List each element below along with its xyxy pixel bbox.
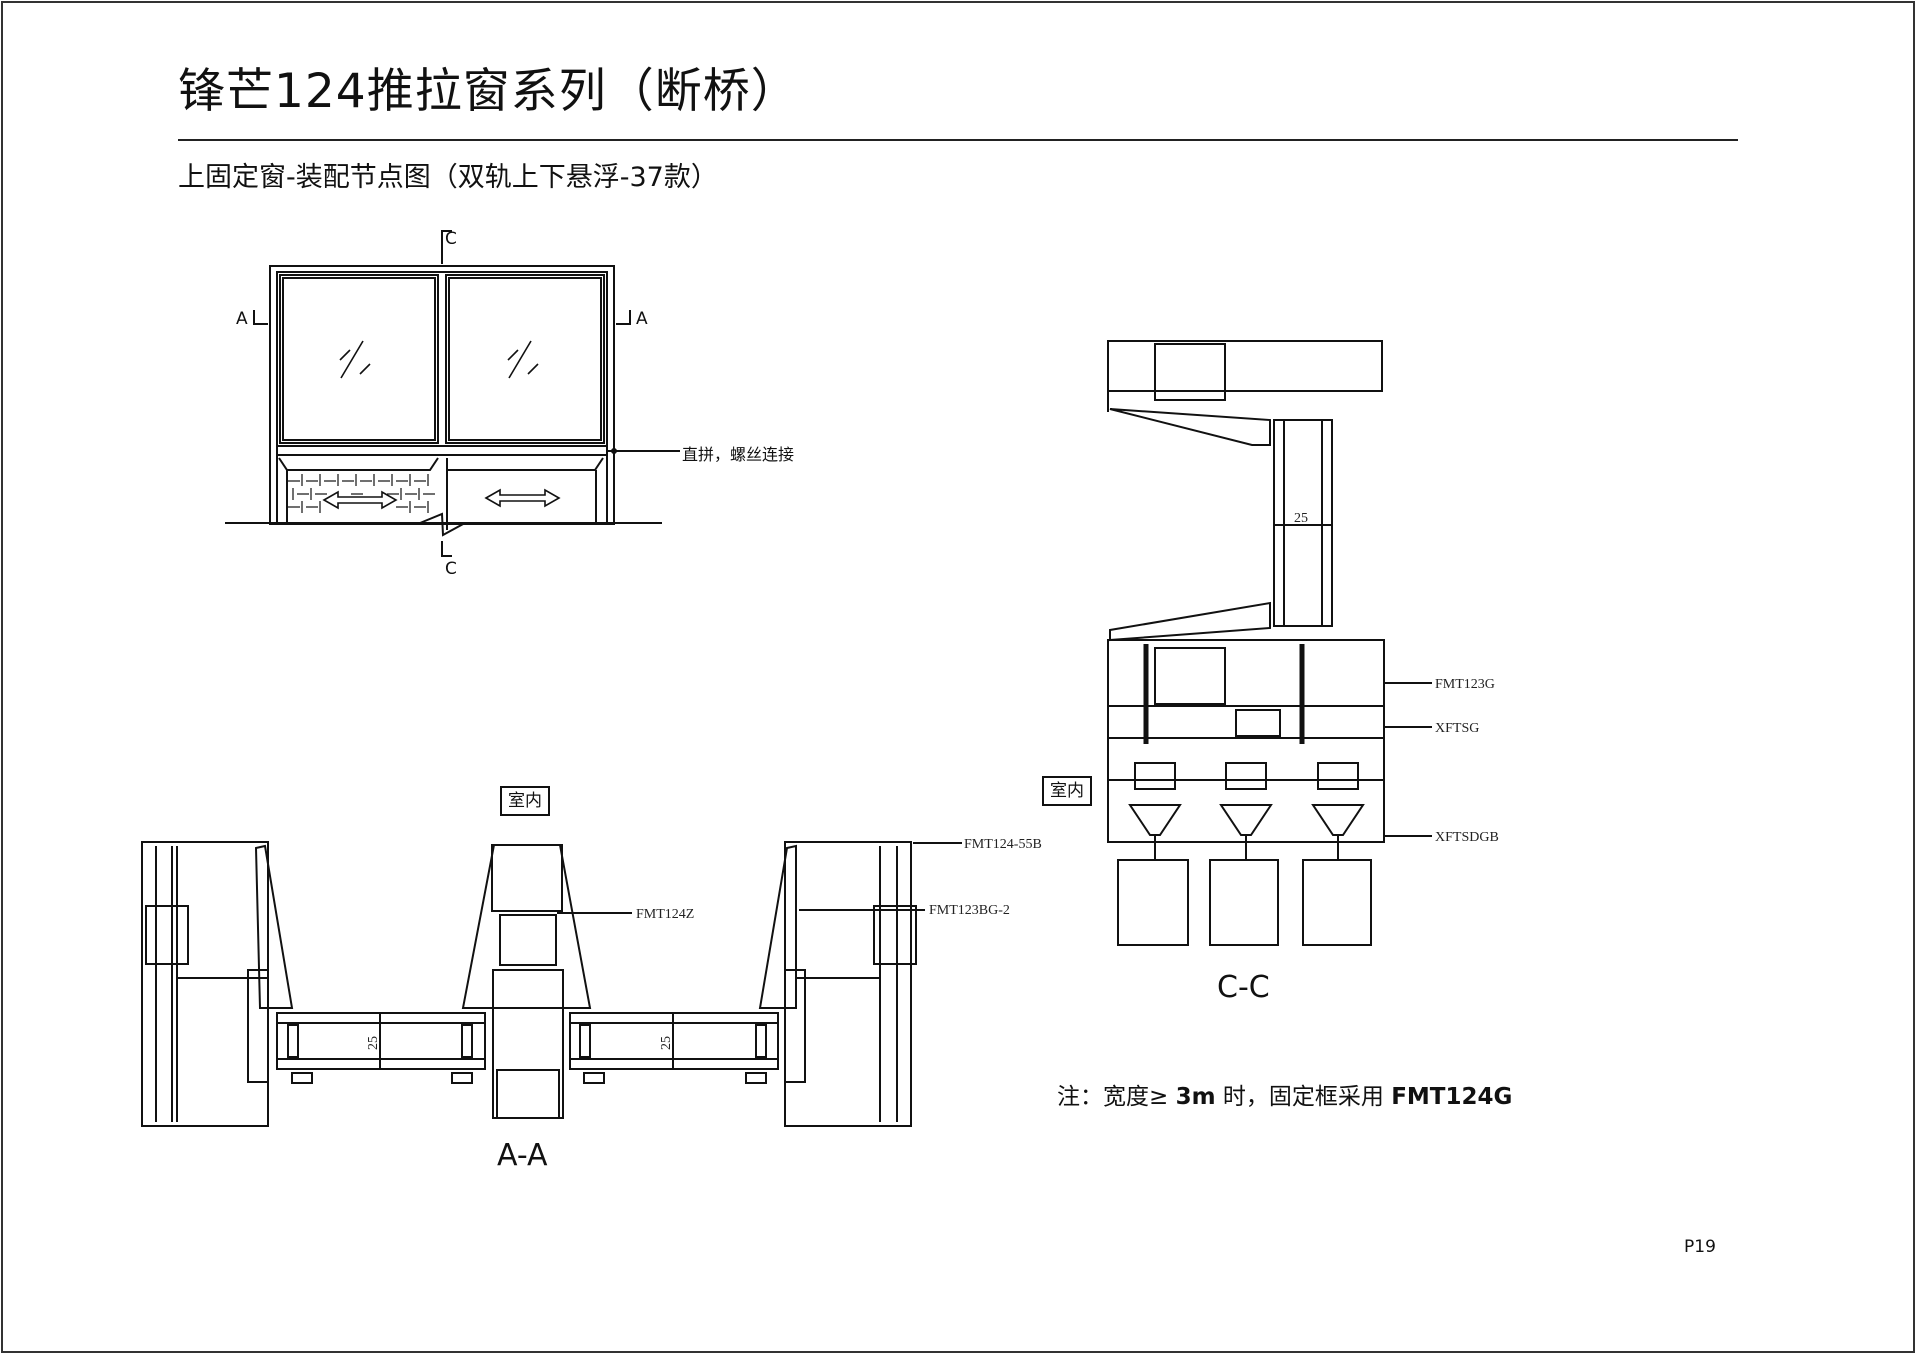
profile-label-xftsdgb: XFTSDGB xyxy=(1435,830,1499,845)
profile-label-fmt124z: FMT124Z xyxy=(636,907,694,922)
section-title-aa: A-A xyxy=(497,1138,548,1173)
section-marker-c-top: C xyxy=(445,229,457,249)
double-arrow-icon xyxy=(322,490,398,510)
section-title-cc: C-C xyxy=(1217,970,1270,1005)
sash-outer xyxy=(1302,859,1372,946)
page-title: 锋芒124推拉窗系列（断桥） xyxy=(178,64,799,119)
glass-hatch-icon xyxy=(339,340,539,379)
profile-label-xftsg: XFTSG xyxy=(1435,721,1479,736)
joint-callout: 直拼，螺丝连接 xyxy=(682,445,795,464)
glass-dimension-right: 25 xyxy=(659,1036,674,1050)
title-divider xyxy=(178,139,1738,141)
profile-label-fmt124-55b: FMT124-55B xyxy=(964,837,1042,852)
width-note: 注：宽度≥ 3m 时，固定框采用 FMT124G xyxy=(1057,1077,1512,1111)
roller-assembly xyxy=(1128,762,1365,836)
page-subtitle: 上固定窗-装配节点图（双轨上下悬浮-37款） xyxy=(178,162,718,193)
profile-label-fmt123bg-2: FMT123BG-2 xyxy=(929,903,1010,918)
interior-label-cc: 室内 xyxy=(1042,776,1092,806)
sash-inner xyxy=(1209,859,1279,946)
section-marker-a-left: A xyxy=(236,309,248,329)
double-arrow-icon xyxy=(484,488,561,508)
note-width-value: 3m xyxy=(1175,1084,1216,1110)
sash-fixed xyxy=(1117,859,1189,946)
section-marker-a-right: A xyxy=(636,309,648,329)
wall-hatch-pattern xyxy=(288,474,435,513)
note-prefix: 注：宽度≥ xyxy=(1057,1084,1176,1110)
note-profile: FMT124G xyxy=(1391,1084,1513,1110)
vertical-glass-unit xyxy=(1273,419,1333,627)
note-middle: 时，固定框采用 xyxy=(1215,1084,1392,1110)
head-frame xyxy=(1107,340,1383,392)
section-marker-c-bottom: C xyxy=(445,559,457,579)
interior-label-aa: 室内 xyxy=(500,786,550,816)
profile-label-fmt123g: FMT123G xyxy=(1435,677,1495,692)
sill-frame-fmt123g xyxy=(1107,639,1385,707)
glass-dimension-cc: 25 xyxy=(1294,511,1308,526)
glass-dimension-left: 25 xyxy=(366,1036,381,1050)
fixed-pane-left xyxy=(279,274,439,444)
fixed-pane-right xyxy=(445,274,605,444)
page-number: P19 xyxy=(1684,1237,1716,1257)
